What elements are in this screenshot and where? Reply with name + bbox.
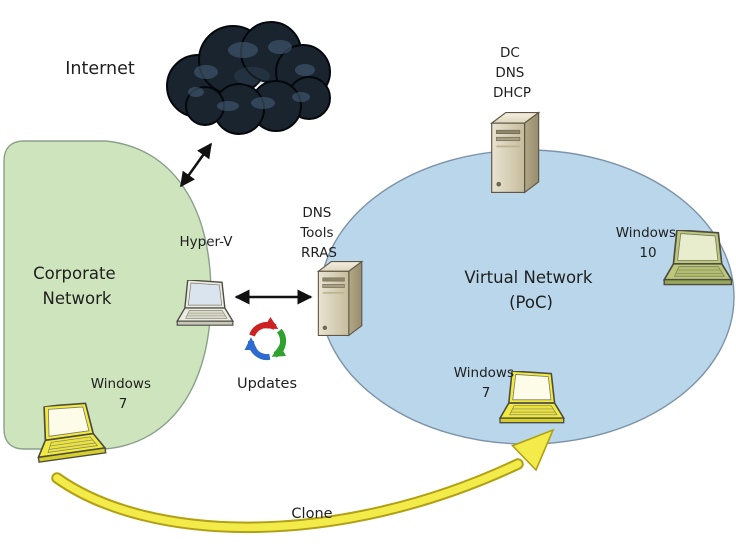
- windows7-poc-label-line1: Windows: [454, 365, 514, 381]
- internet-label: Internet: [65, 59, 135, 79]
- gateway-server-label: DNS Tools RRAS: [299, 205, 338, 261]
- dc-server-icon: [491, 111, 540, 194]
- virtual-network-label: Virtual Network (PoC): [464, 268, 597, 312]
- clone-arrowhead: [511, 428, 555, 472]
- windows7-corporate-label: Windows 7: [91, 376, 156, 412]
- updates-red-arrow: [249, 316, 279, 337]
- corporate-network-label-line2: Network: [43, 289, 112, 308]
- clone-arrow-band: [53, 460, 522, 532]
- gateway-server-label-line3: RRAS: [301, 245, 337, 261]
- windows10-label: Windows 10: [616, 225, 681, 261]
- windows7-corporate-label-line1: Windows: [91, 376, 151, 392]
- internet-cloud-icon: [166, 21, 331, 135]
- clone-arrow: [51, 428, 555, 534]
- gateway-server-icon: [317, 260, 363, 337]
- gateway-server-label-line1: DNS: [302, 205, 331, 221]
- windows10-label-line2: 10: [639, 245, 656, 261]
- gateway-server-label-line2: Tools: [299, 225, 333, 241]
- updates-green-arrow: [271, 328, 287, 358]
- updates-sync-icon: [244, 316, 287, 361]
- dc-server-label: DC DNS DHCP: [493, 45, 531, 101]
- dc-server-label-line3: DHCP: [493, 85, 531, 101]
- windows10-label-line1: Windows: [616, 225, 676, 241]
- dc-server-label-line1: DC: [500, 45, 520, 61]
- dc-server-label-line2: DNS: [495, 65, 524, 81]
- windows7-poc-label: Windows 7: [454, 365, 519, 401]
- windows7-corporate-label-line2: 7: [119, 396, 128, 412]
- internet-link-arrow: [179, 142, 213, 188]
- updates-blue-arrow: [244, 337, 271, 361]
- corporate-network-label: Corporate Network: [33, 264, 121, 308]
- updates-label: Updates: [237, 376, 297, 392]
- virtual-network-label-line2: (PoC): [509, 293, 553, 312]
- virtual-network-label-line1: Virtual Network: [464, 268, 592, 287]
- windows7-poc-label-line2: 7: [482, 385, 491, 401]
- corporate-network-label-line1: Corporate: [33, 264, 115, 283]
- clone-label: Clone: [291, 506, 332, 522]
- hyperv-label: Hyper-V: [179, 234, 233, 250]
